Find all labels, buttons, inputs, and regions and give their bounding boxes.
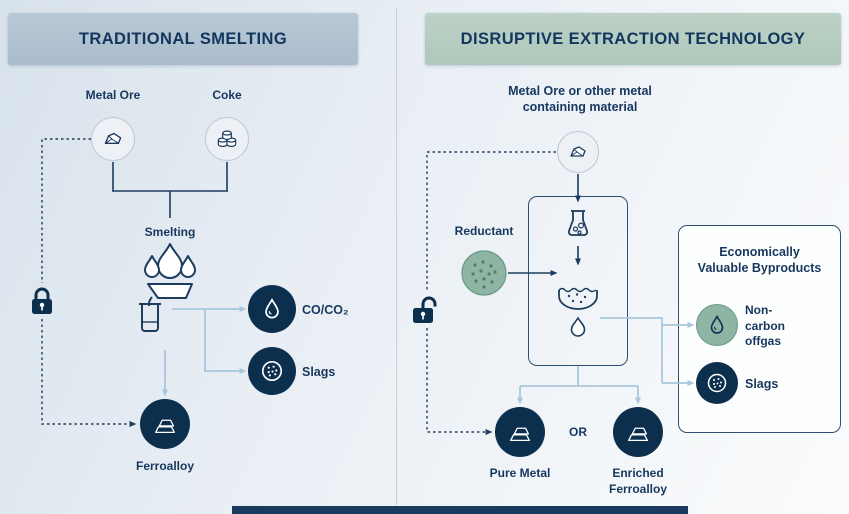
metal-ore-label: Metal Ore [85,88,141,102]
panel-divider [396,8,397,505]
coke-icon [205,117,249,161]
drop-glyph [265,298,279,319]
furnace-icon [139,243,196,332]
dotted-ore-to-unlock [426,151,556,290]
dotted-ore-to-lock [41,138,91,283]
ferroalloy-ingot-icon [140,399,190,449]
connector-reactor-to-products [520,366,638,387]
metal-ore-icon [91,117,135,161]
byproduct-slags-glyph [707,373,727,393]
smelting-label: Smelting [144,225,196,239]
reductant-icon [461,250,507,296]
byproducts-title: Economically Valuable Byproducts [697,245,822,276]
coke-glyph [217,130,237,147]
pure-metal-ingot-icon [495,407,545,457]
right-input-label: Metal Ore or other metal containing mate… [508,84,652,115]
unlocked-padlock-icon [413,296,437,323]
footer-bar [232,506,688,514]
offgas-label: Non-carbon offgas [745,303,786,349]
connector-to-slags [204,309,247,374]
left-panel-title: TRADITIONAL SMELTING [8,13,358,65]
enriched-ingot-glyph [628,427,648,442]
left-panel-title-text: TRADITIONAL SMELTING [78,29,288,48]
gas-drop-icon [248,285,296,333]
beaker-icon [567,210,589,236]
slags-glyph [261,360,283,382]
coke-label: Coke [212,88,242,102]
pure-metal-label: Pure Metal [489,466,551,480]
offgas-drop-glyph [710,314,724,334]
enriched-ferroalloy-label: Enriched Ferroalloy [608,466,668,496]
vessel-flame-icon [558,287,598,337]
enriched-ingot-icon [613,407,663,457]
reductant-glyph [461,250,507,296]
right-panel-title: DISRUPTIVE EXTRACTION TECHNOLOGY [425,13,841,65]
connector-inputs-to-smelting [112,162,228,218]
reductant-label: Reductant [454,224,514,238]
slags-label: Slags [302,365,336,379]
metal-ore-icon-right [557,131,599,173]
connector-vessel-to-byproducts [600,317,663,383]
dotted-lock-to-ferroalloy [41,319,137,427]
offgas-drop-icon [696,304,738,346]
rock-glyph-right [570,146,586,157]
rock-glyph [104,132,122,145]
ingot-glyph [155,419,175,434]
pure-metal-ingot-glyph [510,427,530,442]
locked-padlock-icon [32,287,52,314]
dotted-unlock-to-pure-metal [426,328,493,435]
right-panel-title-text: DISRUPTIVE EXTRACTION TECHNOLOGY [460,29,806,48]
byproduct-slags-icon [696,362,738,404]
slags-icon [248,347,296,395]
byproduct-slags-label: Slags [745,377,779,391]
gas-label: CO/CO₂ [302,303,349,317]
or-label: OR [569,425,587,439]
ferroalloy-label: Ferroalloy [135,459,195,473]
